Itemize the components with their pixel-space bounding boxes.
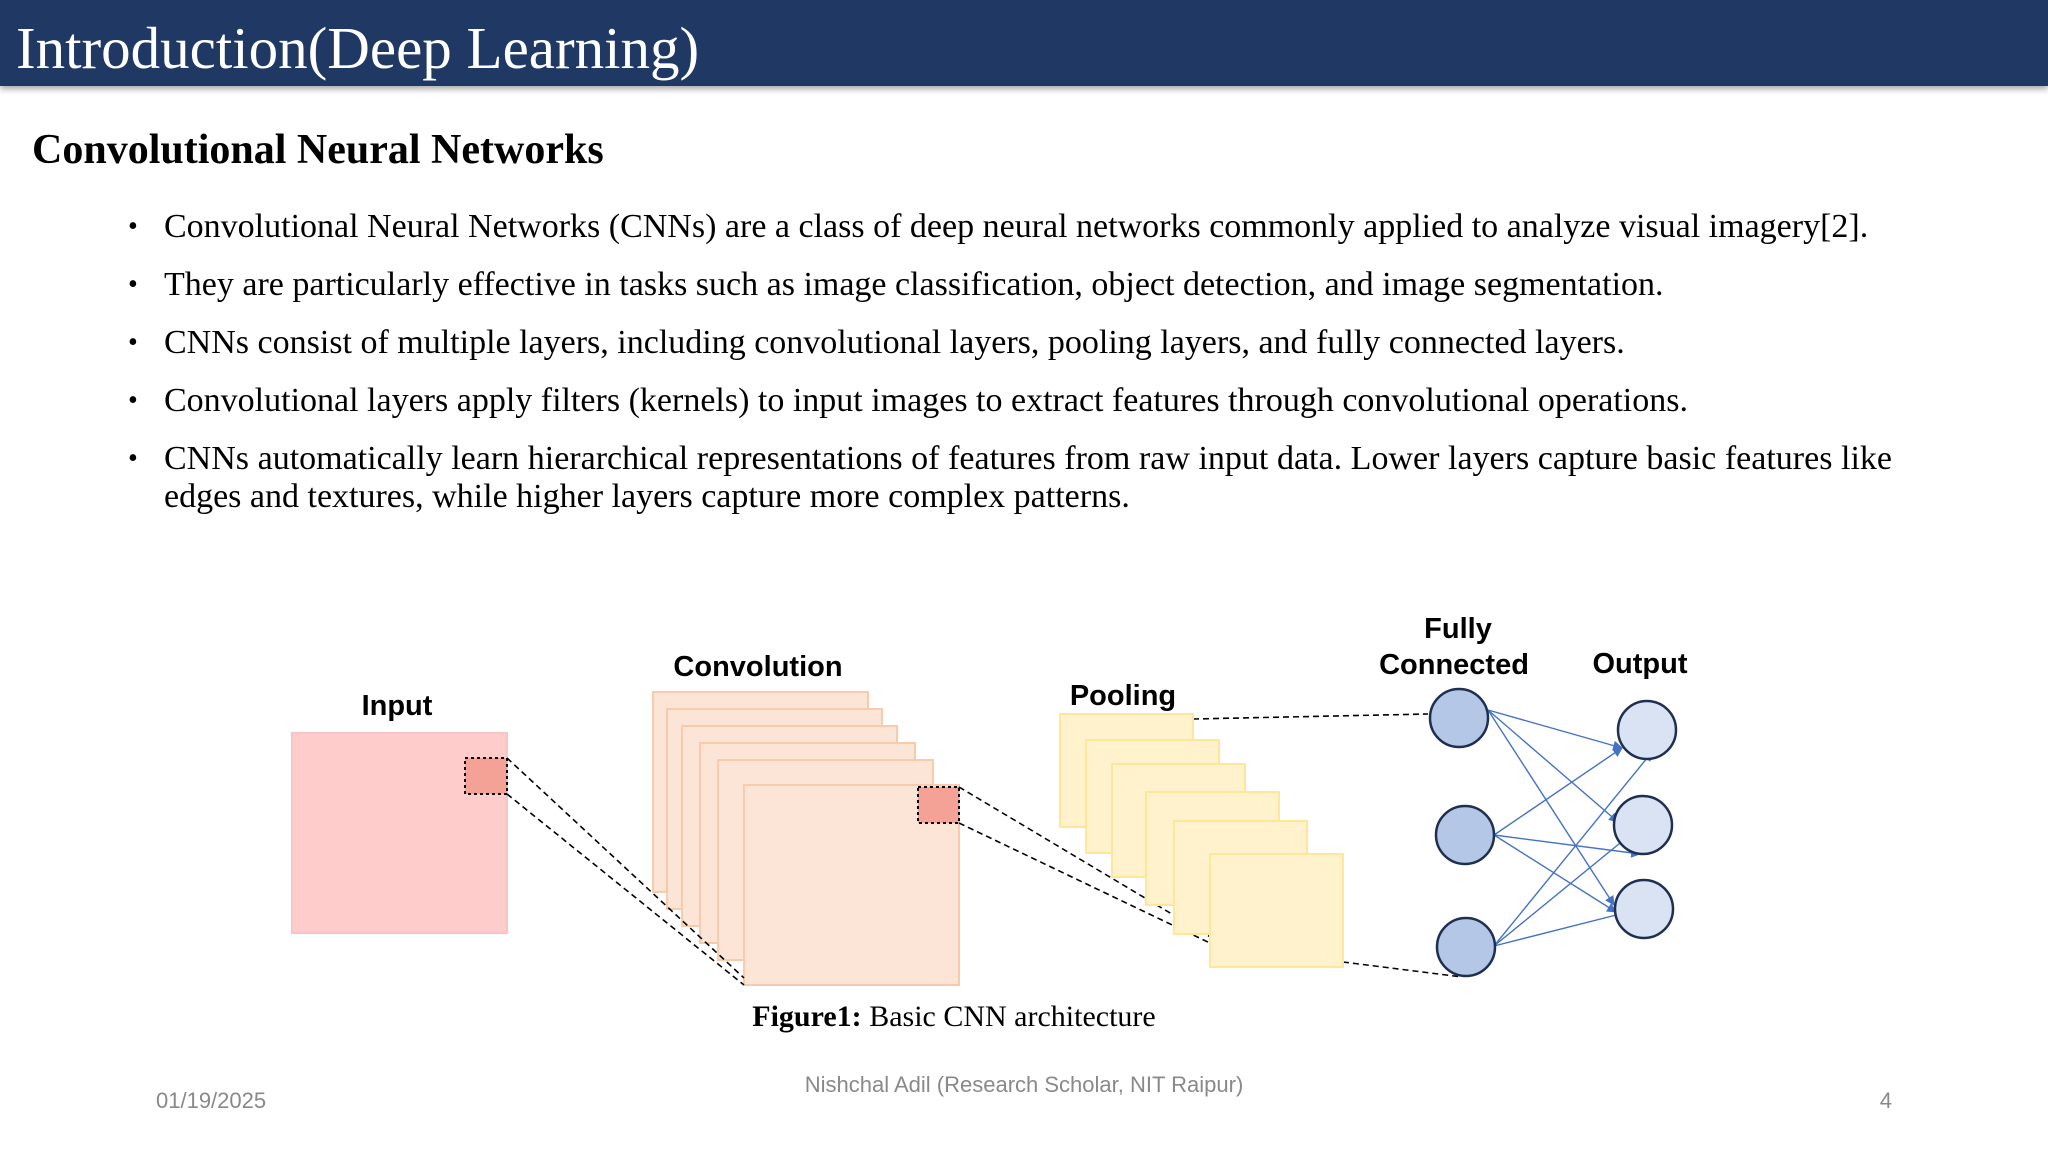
bullet-dot-icon: •	[128, 443, 138, 474]
output-label: Output	[1592, 648, 1687, 680]
bullet-text: Convolutional Neural Networks (CNNs) are…	[164, 208, 1869, 245]
footer-date: 01/19/2025	[156, 1088, 267, 1113]
output-neurons	[1612, 699, 1678, 940]
cnn-architecture-diagram: Input Convolution Pooling Fully Connecte…	[291, 613, 1688, 986]
bullet-text: They are particularly effective in tasks…	[164, 266, 1664, 303]
bullet-text: CNNs consist of multiple layers, includi…	[164, 324, 1625, 361]
figure-caption-text: Basic CNN architecture	[861, 1000, 1156, 1033]
projection-lines	[506, 713, 1463, 986]
bullet-item: • Convolutional layers apply filters (ker…	[128, 382, 1892, 420]
page-number: 4	[1879, 1088, 1892, 1113]
input-kernel-window	[464, 757, 508, 795]
figure-caption: Figure1: Basic CNN architecture	[0, 1000, 1908, 1034]
figure-caption-label: Figure1:	[752, 1000, 862, 1033]
pooling-label: Pooling	[1070, 680, 1176, 712]
output-neuron	[1613, 878, 1675, 940]
fc-connections	[1487, 709, 1653, 947]
bullet-dot-icon: •	[128, 327, 138, 358]
bullet-dot-icon: •	[128, 385, 138, 416]
convolution-feature-maps	[652, 691, 960, 986]
conv-kernel-window	[917, 786, 960, 824]
bullet-text: CNNs automatically learn hierarchical re…	[164, 440, 1892, 515]
bullet-item: • CNNs consist of multiple layers, includ…	[128, 324, 1892, 362]
bullet-dot-icon: •	[128, 269, 138, 300]
convolution-label: Convolution	[673, 651, 842, 683]
bullet-item: • Convolutional Neural Networks (CNNs) ar…	[128, 208, 1892, 246]
slide-title: Introduction(Deep Learning)	[16, 15, 700, 81]
output-neuron	[1612, 794, 1674, 856]
bullet-list: • Convolutional Neural Networks (CNNs) ar…	[128, 208, 1892, 536]
pooling-feature-maps	[1059, 713, 1344, 968]
fc-neurons	[1428, 687, 1497, 978]
fc-label-line1: Fully	[1424, 613, 1492, 645]
fc-neuron	[1434, 804, 1496, 866]
bullet-item: • They are particularly effective in task…	[128, 266, 1892, 304]
bullet-text: Convolutional layers apply filters (kern…	[164, 382, 1688, 419]
fc-label-line2: Connected	[1379, 649, 1529, 681]
fc-neuron	[1428, 687, 1490, 749]
title-bar: Introduction(Deep Learning)	[0, 0, 2048, 86]
section-heading: Convolutional Neural Networks	[32, 127, 604, 173]
pooled-map	[1209, 853, 1344, 968]
footer-author: Nishchal Adil (Research Scholar, NIT Rai…	[804, 1072, 1244, 1097]
bullet-item: • CNNs automatically learn hierarchical r…	[128, 440, 1892, 516]
output-neuron	[1616, 699, 1678, 761]
bullet-dot-icon: •	[128, 211, 138, 242]
input-label: Input	[362, 690, 433, 722]
fc-neuron	[1435, 916, 1497, 978]
